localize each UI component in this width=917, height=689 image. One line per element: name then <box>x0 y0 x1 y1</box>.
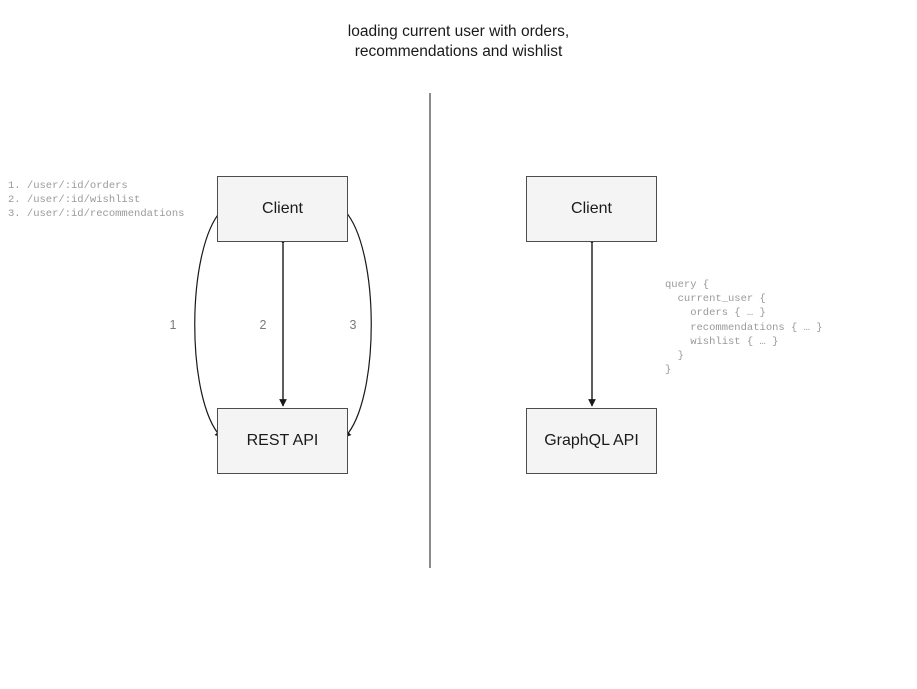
edge-label-1: 1 <box>169 318 177 332</box>
edge-label-2: 2 <box>259 318 267 332</box>
node-client-graphql[interactable]: Client <box>526 176 657 242</box>
rest-endpoints-list: 1. /user/:id/orders 2. /user/:id/wishlis… <box>8 180 185 221</box>
node-label: Client <box>262 200 303 217</box>
node-label: Client <box>571 200 612 217</box>
node-label: REST API <box>246 432 319 449</box>
edge-client-rest-1 <box>194 204 228 438</box>
edge-client-rest-3 <box>338 204 372 438</box>
edge-label-3: 3 <box>349 318 357 332</box>
node-label: GraphQL API <box>544 432 639 449</box>
node-graphql-api[interactable]: GraphQL API <box>526 408 657 474</box>
graphql-query-snippet: query { current_user { orders { … } reco… <box>665 279 823 377</box>
page-title: loading current user with orders, recomm… <box>347 23 570 60</box>
node-rest-api[interactable]: REST API <box>217 408 348 474</box>
node-client-rest[interactable]: Client <box>217 176 348 242</box>
